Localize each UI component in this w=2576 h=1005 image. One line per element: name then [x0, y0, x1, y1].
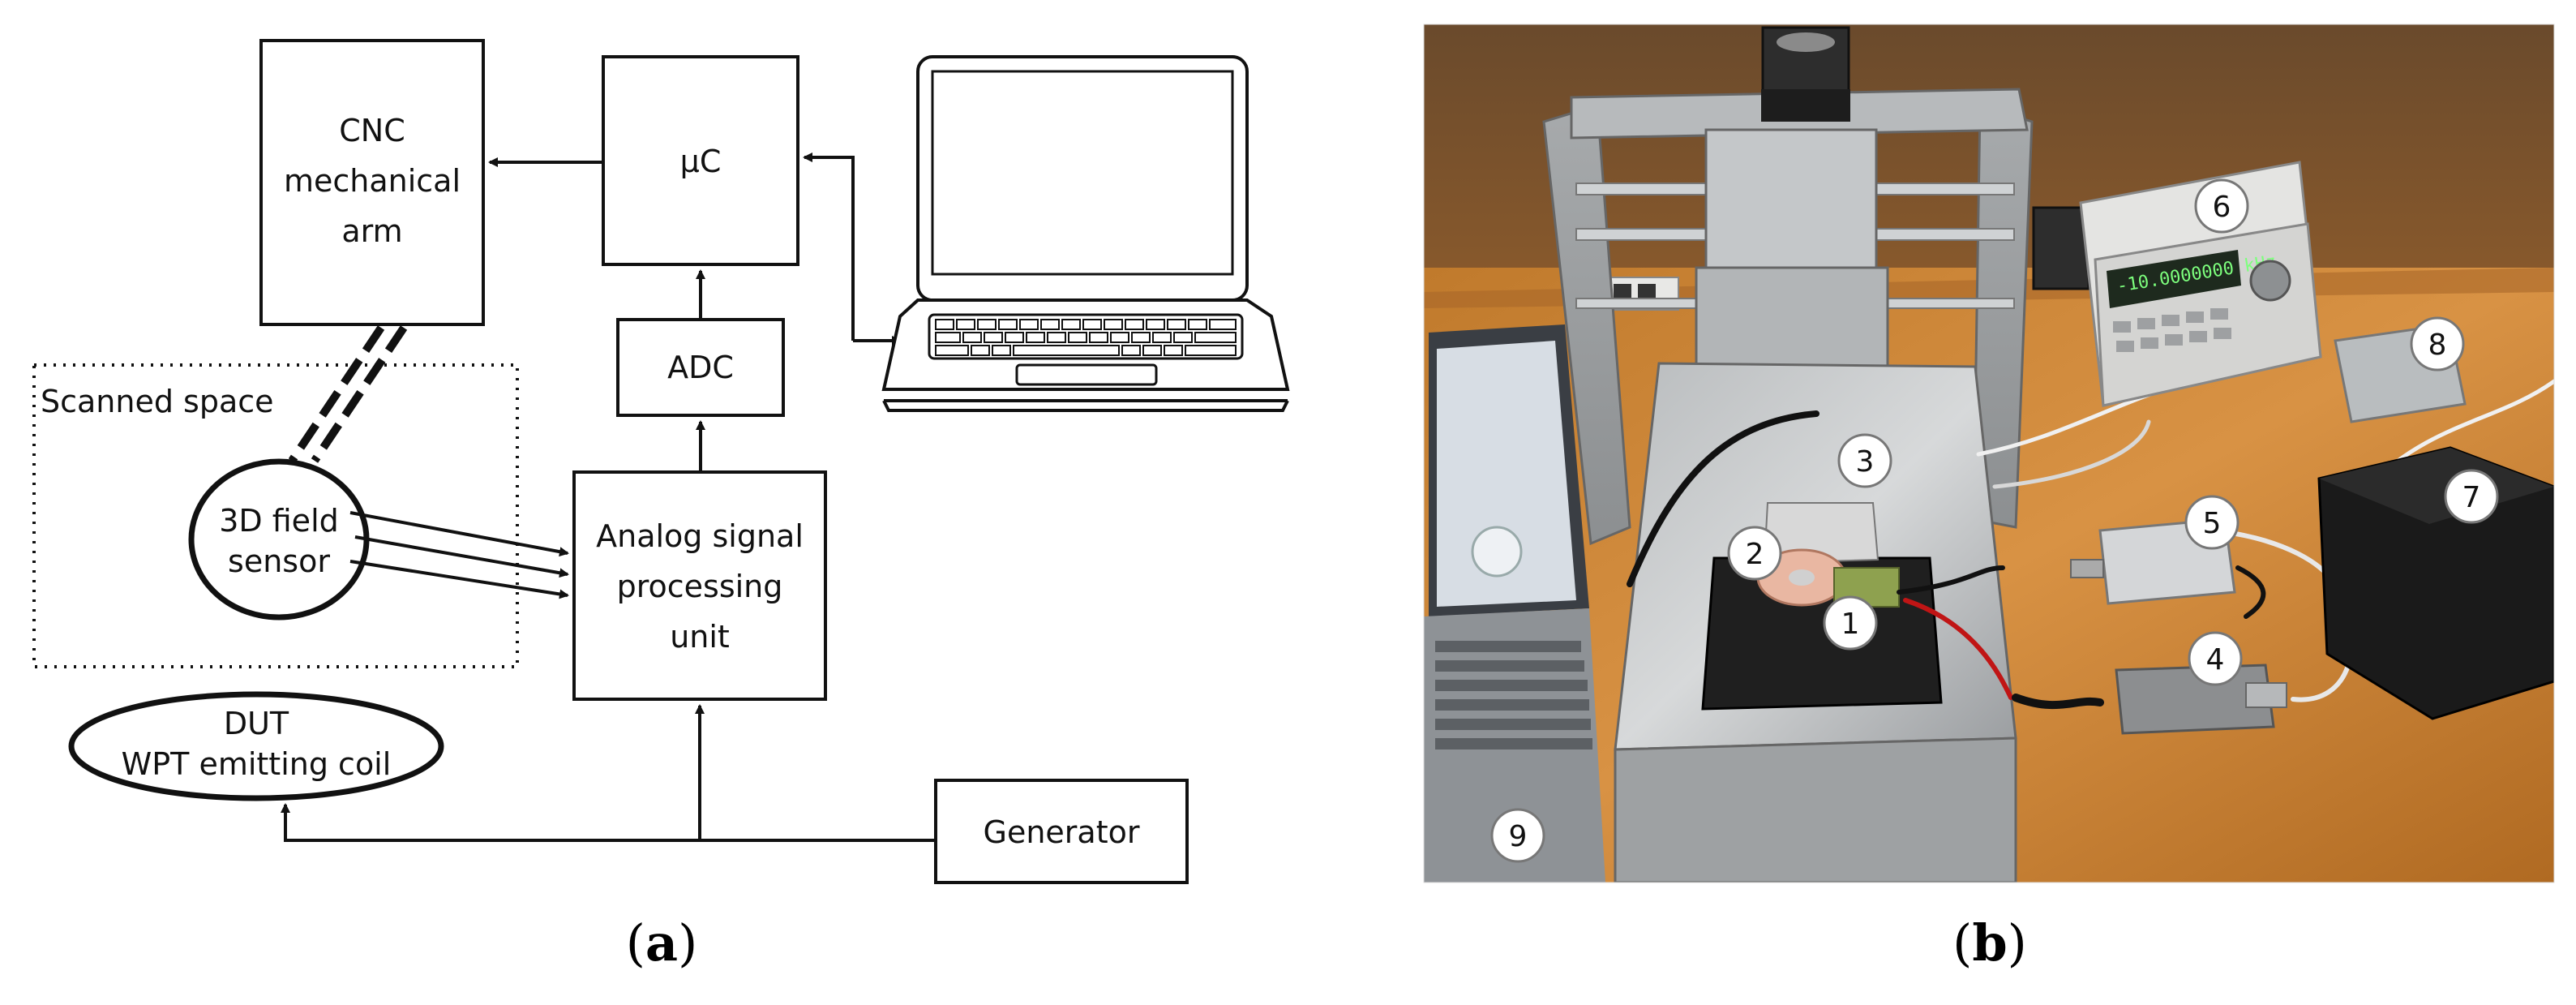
- callout-5: 5: [2184, 495, 2240, 550]
- microcontroller-label: µC: [680, 144, 722, 179]
- callout-8: 8: [2410, 316, 2465, 372]
- photo-black-enclosure: [2317, 446, 2554, 720]
- analog-unit-block: Analog signal processing unit: [572, 470, 827, 701]
- caption-b-open: (: [1952, 913, 1972, 973]
- svg-text:7: 7: [2462, 481, 2481, 514]
- analog-unit-label-line2: processing: [617, 569, 783, 604]
- svg-text:6: 6: [2213, 191, 2231, 224]
- svg-text:5: 5: [2203, 507, 2222, 540]
- svg-text:9: 9: [1509, 820, 1528, 853]
- callout-1: 1: [1823, 595, 1878, 651]
- caption-b-letter: b: [1972, 913, 2007, 973]
- callout-6: 6: [2194, 178, 2249, 234]
- caption-a-open: (: [626, 913, 645, 973]
- dut-label-line2: WPT emitting coil: [122, 746, 392, 782]
- mechanical-link: [288, 325, 408, 463]
- callout-2: 2: [1727, 526, 1782, 581]
- callout-7: 7: [2444, 469, 2499, 524]
- svg-text:1: 1: [1841, 608, 1860, 641]
- caption-b: (b): [1952, 913, 2027, 973]
- base-box: [1614, 362, 2017, 883]
- block-diagram: CNC mechanical arm µC ADC Analog signal …: [32, 39, 1290, 973]
- dut-coil: DUT WPT emitting coil: [68, 691, 444, 801]
- caption-a-letter: a: [645, 913, 678, 973]
- caption-b-close: ): [2008, 913, 2027, 973]
- analog-unit-label-line3: unit: [670, 619, 730, 655]
- scanned-space-region: Scanned space: [32, 363, 519, 668]
- cnc-arm-label-line1: CNC: [339, 113, 405, 148]
- cnc-arm-block: CNC mechanical arm: [259, 39, 485, 326]
- photo-callouts: 1 2 3 4 5 6 7 8 9: [1490, 178, 2499, 863]
- caption-a-close: ): [678, 913, 697, 973]
- cnc-arm-label-line2: mechanical: [284, 163, 461, 199]
- dut-label-line1: DUT: [224, 706, 289, 741]
- svg-text:8: 8: [2428, 329, 2447, 362]
- microcontroller-block: µC: [602, 55, 799, 266]
- photo-laptop: [1424, 324, 1605, 883]
- adc-label: ADC: [667, 350, 734, 385]
- svg-text:4: 4: [2206, 643, 2225, 676]
- analog-unit-label-line1: Analog signal: [596, 518, 804, 554]
- generator-label: Generator: [984, 814, 1140, 850]
- caption-a: (a): [626, 913, 698, 973]
- svg-text:2: 2: [1746, 538, 1764, 571]
- photo-signal-generator: -10.0000000 kHz: [2079, 161, 2322, 407]
- field-sensor: 3D field sensor: [188, 458, 370, 621]
- adc-block: ADC: [616, 318, 785, 417]
- cnc-arm-label-line3: arm: [341, 213, 402, 249]
- laptop-icon: [881, 55, 1290, 412]
- callout-3: 3: [1837, 433, 1892, 488]
- scanned-space-label: Scanned space: [41, 384, 274, 419]
- sensor-label-line2: sensor: [228, 543, 330, 579]
- callout-9: 9: [1490, 808, 1545, 863]
- setup-photo: -10.0000000 kHz 1: [1423, 24, 2555, 973]
- sensor-label-line1: 3D field: [219, 503, 339, 539]
- callout-4: 4: [2188, 631, 2243, 686]
- svg-text:3: 3: [1856, 445, 1875, 479]
- diagram-arrows: [281, 152, 936, 842]
- generator-block: Generator: [934, 779, 1189, 884]
